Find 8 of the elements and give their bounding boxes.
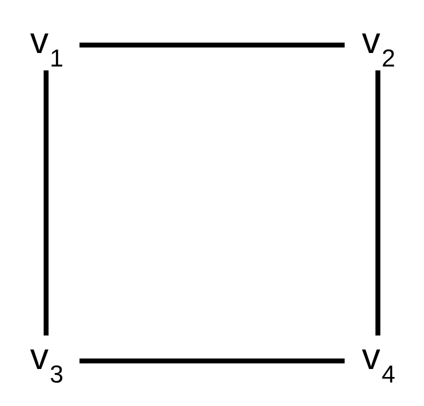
connector [44,70,49,336]
connector [375,70,380,336]
node-text: v$_{1}$ [30,20,64,73]
node-text: v$_{4}$ [362,336,396,388]
connector [80,42,345,48]
node-text: v$_{3}$ [30,336,64,388]
node-text: v$_{2}$ [362,20,396,73]
connector [80,358,345,364]
